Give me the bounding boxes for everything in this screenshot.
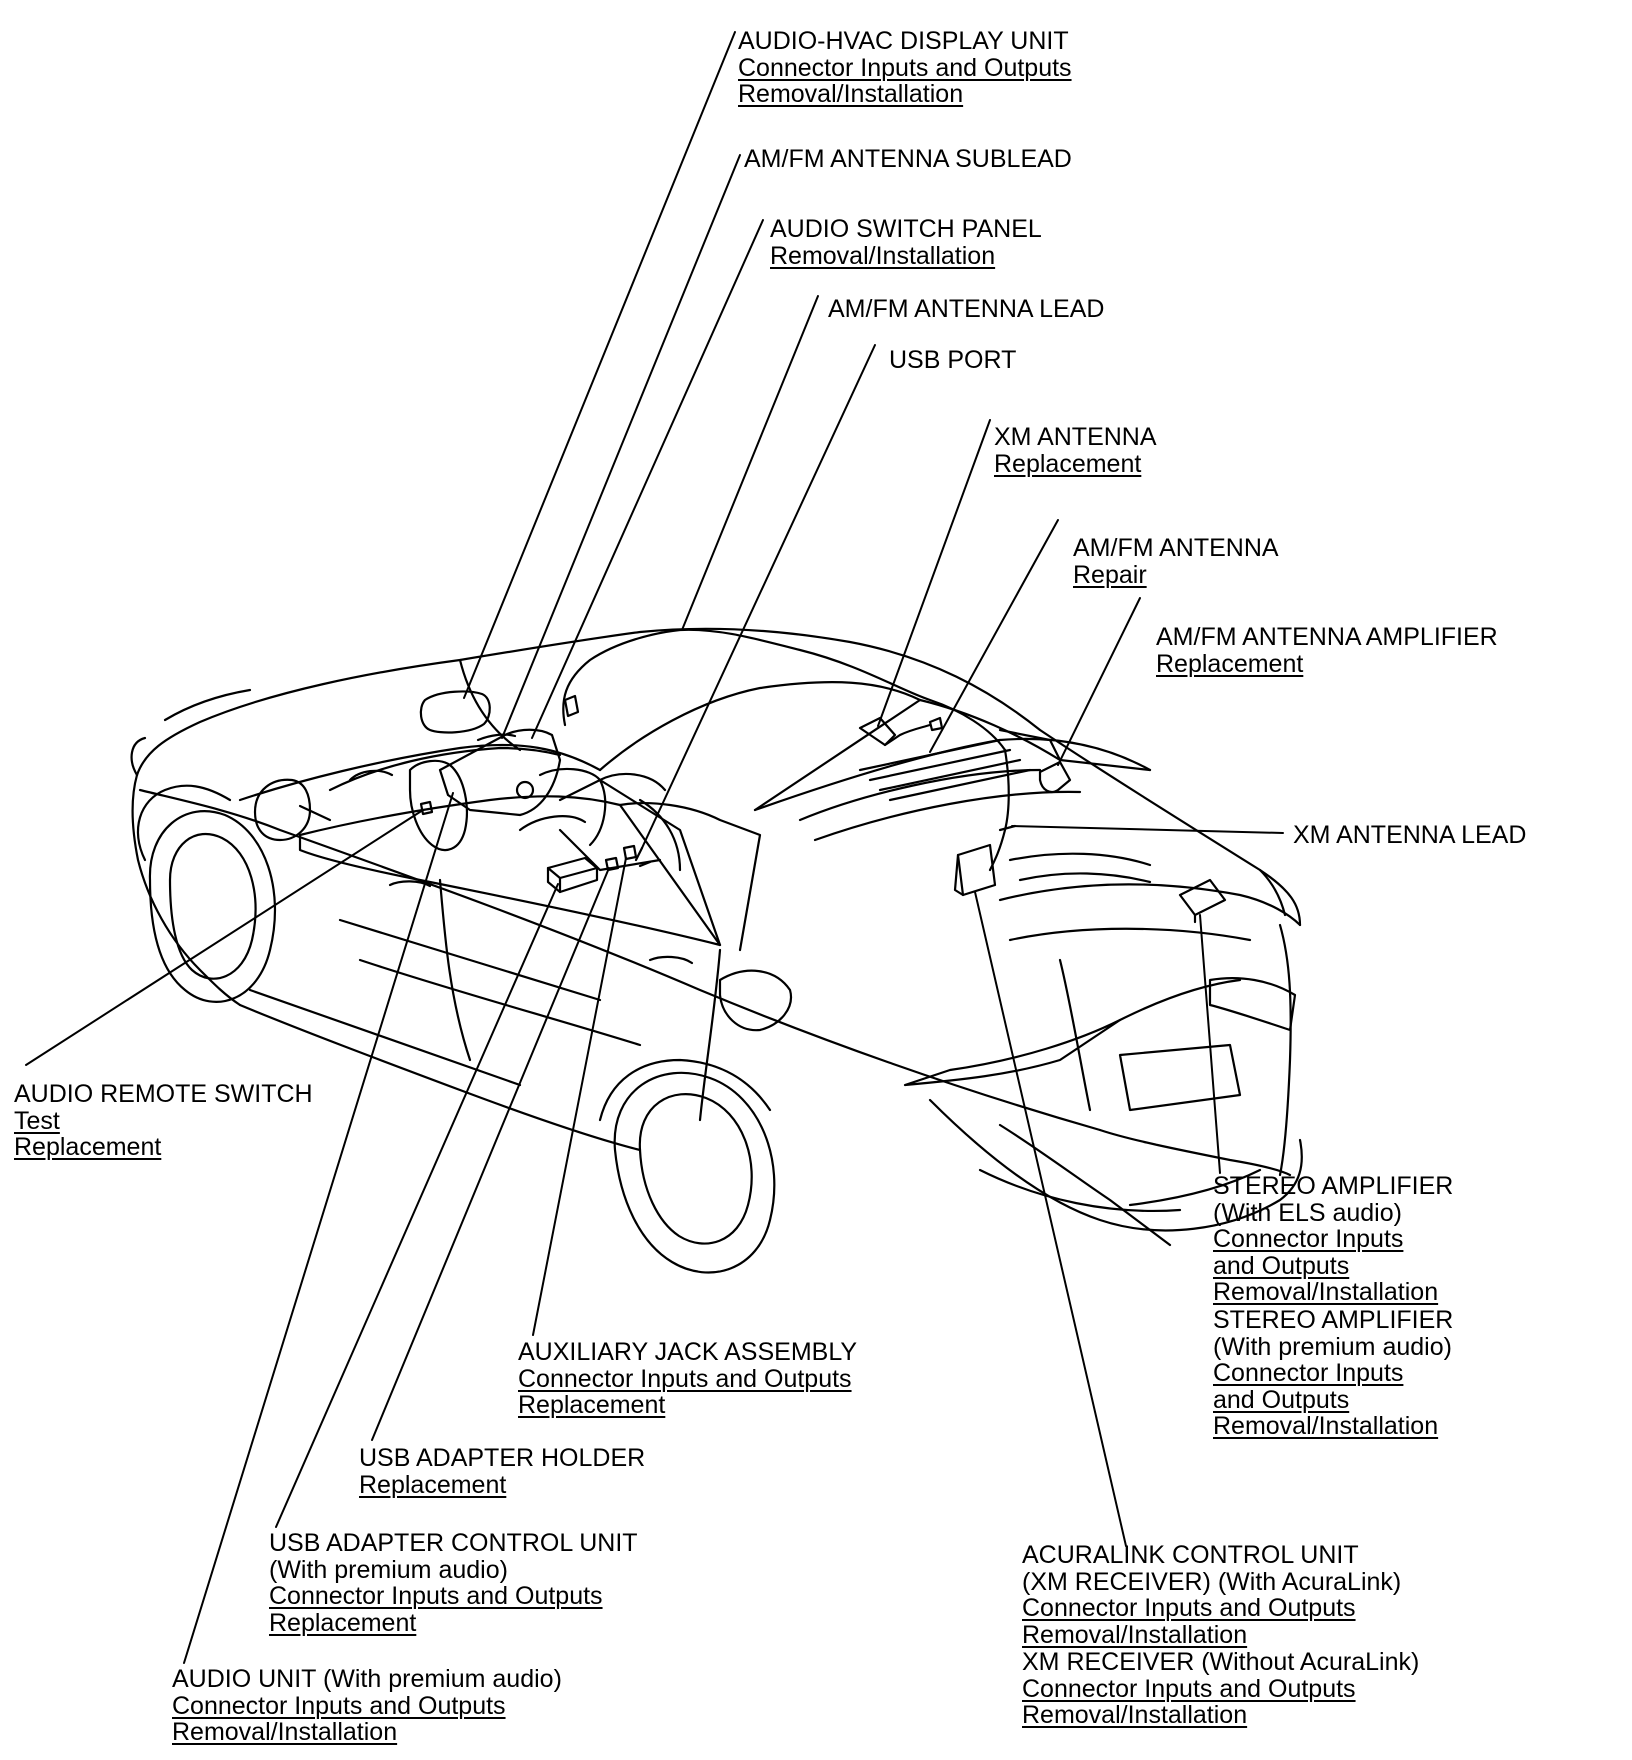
leader-am-fm-antenna-sublead — [501, 154, 741, 739]
leader-am-fm-antenna — [929, 519, 1059, 753]
leader-acuralink-control-unit — [974, 891, 1127, 1547]
leader-usb-port — [641, 344, 876, 849]
leader-auxiliary-jack-assembly — [532, 857, 627, 1336]
interior — [328, 690, 682, 894]
side-mirror — [253, 778, 332, 842]
callout-stereo-amplifier-premium: STEREO AMPLIFIER (With premium audio) Co… — [1213, 1307, 1453, 1440]
callout-title: AM/FM ANTENNA AMPLIFIER — [1156, 623, 1498, 651]
callout-title: XM ANTENNA — [994, 423, 1157, 451]
connector-inputs-outputs-link[interactable]: Connector Inputs and Outputs — [1022, 1594, 1356, 1622]
leader-audio-hvac-display-unit — [463, 31, 736, 699]
callout-title: AM/FM ANTENNA SUBLEAD — [744, 145, 1072, 173]
callout-title: AM/FM ANTENNA LEAD — [828, 295, 1105, 323]
connector-inputs-outputs-link[interactable]: Connector Inputs and Outputs — [738, 53, 1072, 82]
callout-am-fm-antenna-lead: AM/FM ANTENNA LEAD — [828, 296, 1104, 323]
connector-inputs-outputs-link[interactable]: Connector Inputs and Outputs — [172, 1691, 506, 1720]
callout-title: USB ADAPTER HOLDER — [359, 1444, 646, 1472]
callout-audio-hvac-display-unit: AUDIO-HVAC DISPLAY UNIT Connector Inputs… — [738, 28, 1072, 108]
removal-installation-link[interactable]: Removal/Installation — [1022, 1620, 1248, 1649]
callout-note: (With premium audio) — [269, 1555, 508, 1584]
leader-usb-adapter-holder — [371, 867, 610, 1441]
test-link[interactable]: Test — [14, 1106, 60, 1135]
callout-title: AUDIO UNIT (With premium audio) — [172, 1665, 562, 1693]
callout-usb-port: USB PORT — [889, 347, 1016, 374]
leader-audio-switch-panel — [531, 219, 764, 739]
callout-title: XM RECEIVER (Without AcuraLink) — [1022, 1648, 1420, 1676]
replacement-link[interactable]: Replacement — [994, 449, 1142, 478]
callout-xm-receiver: XM RECEIVER (Without AcuraLink) Connecto… — [1022, 1649, 1419, 1729]
removal-installation-link[interactable]: Removal/Installation — [1213, 1278, 1439, 1306]
connector-inputs-link[interactable]: Connector Inputs — [1213, 1359, 1404, 1387]
leader-lines — [25, 31, 1284, 1664]
callout-note: (With ELS audio) — [1213, 1198, 1402, 1227]
replacement-link[interactable]: Replacement — [14, 1133, 162, 1161]
callout-title: STEREO AMPLIFIER — [1213, 1172, 1454, 1200]
replacement-link[interactable]: Replacement — [518, 1391, 666, 1419]
leader-xm-antenna-lead — [1011, 825, 1284, 834]
and-outputs-link[interactable]: and Outputs — [1213, 1385, 1350, 1414]
callout-title: AUXILIARY JACK ASSEMBLY — [518, 1338, 858, 1366]
callout-xm-antenna: XM ANTENNA Replacement — [994, 424, 1157, 477]
front-wheel — [136, 784, 277, 1003]
leader-usb-adapter-control-unit — [275, 883, 559, 1528]
callout-usb-adapter-holder: USB ADAPTER HOLDER Replacement — [359, 1445, 645, 1498]
callout-acuralink-control-unit: ACURALINK CONTROL UNIT (XM RECEIVER) (Wi… — [1022, 1542, 1401, 1648]
and-outputs-link[interactable]: and Outputs — [1213, 1251, 1350, 1280]
callout-audio-switch-panel: AUDIO SWITCH PANEL Removal/Installation — [770, 216, 1042, 269]
rear-wheel — [598, 1058, 776, 1274]
repair-link[interactable]: Repair — [1073, 560, 1147, 589]
callout-title: AUDIO SWITCH PANEL — [770, 215, 1042, 243]
callout-note: (XM RECEIVER) (With AcuraLink) — [1022, 1567, 1402, 1596]
leader-stereo-amplifier — [1199, 914, 1221, 1174]
removal-installation-link[interactable]: Removal/Installation — [770, 241, 996, 270]
callout-title: AM/FM ANTENNA — [1073, 534, 1279, 562]
removal-installation-link[interactable]: Removal/Installation — [738, 80, 964, 108]
callout-am-fm-antenna: AM/FM ANTENNA Repair — [1073, 535, 1279, 588]
callout-title: AUDIO REMOTE SWITCH — [14, 1080, 313, 1108]
callout-title: AUDIO-HVAC DISPLAY UNIT — [738, 27, 1069, 55]
callout-auxiliary-jack-assembly: AUXILIARY JACK ASSEMBLY Connector Inputs… — [518, 1339, 857, 1419]
callout-title: ACURALINK CONTROL UNIT — [1022, 1541, 1359, 1569]
removal-installation-link[interactable]: Removal/Installation — [1022, 1701, 1248, 1729]
removal-installation-link[interactable]: Removal/Installation — [172, 1718, 398, 1746]
leader-audio-unit — [183, 792, 454, 1664]
callout-stereo-amplifier-els: STEREO AMPLIFIER (With ELS audio) Connec… — [1213, 1173, 1453, 1306]
callout-usb-adapter-control-unit: USB ADAPTER CONTROL UNIT (With premium a… — [269, 1530, 638, 1636]
removal-installation-link[interactable]: Removal/Installation — [1213, 1412, 1439, 1440]
callout-title: XM ANTENNA LEAD — [1293, 821, 1527, 849]
connector-inputs-outputs-link[interactable]: Connector Inputs and Outputs — [518, 1364, 852, 1393]
callout-title: STEREO AMPLIFIER — [1213, 1306, 1454, 1334]
leader-xm-antenna — [877, 419, 991, 727]
connector-inputs-outputs-link[interactable]: Connector Inputs and Outputs — [269, 1582, 603, 1610]
replacement-link[interactable]: Replacement — [269, 1608, 417, 1637]
connector-inputs-link[interactable]: Connector Inputs — [1213, 1225, 1404, 1253]
replacement-link[interactable]: Replacement — [1156, 649, 1304, 678]
leader-audio-remote-switch — [25, 809, 424, 1066]
callout-xm-antenna-lead: XM ANTENNA LEAD — [1293, 822, 1526, 849]
callout-audio-remote-switch: AUDIO REMOTE SWITCH Test Replacement — [14, 1081, 313, 1161]
callout-note: (With premium audio) — [1213, 1332, 1452, 1361]
connector-inputs-outputs-link[interactable]: Connector Inputs and Outputs — [1022, 1674, 1356, 1703]
callout-title: USB PORT — [889, 346, 1017, 374]
replacement-link[interactable]: Replacement — [359, 1470, 507, 1499]
callout-title: USB ADAPTER CONTROL UNIT — [269, 1529, 638, 1557]
leader-am-fm-antenna-amplifier — [1057, 597, 1141, 766]
callout-am-fm-antenna-sublead: AM/FM ANTENNA SUBLEAD — [744, 146, 1072, 173]
callout-am-fm-antenna-amplifier: AM/FM ANTENNA AMPLIFIER Replacement — [1156, 624, 1498, 677]
car-body — [130, 627, 1303, 1247]
antenna-lead-harness — [562, 628, 1227, 924]
leader-am-fm-antenna-lead — [681, 295, 819, 631]
callout-audio-unit: AUDIO UNIT (With premium audio) Connecto… — [172, 1666, 562, 1746]
